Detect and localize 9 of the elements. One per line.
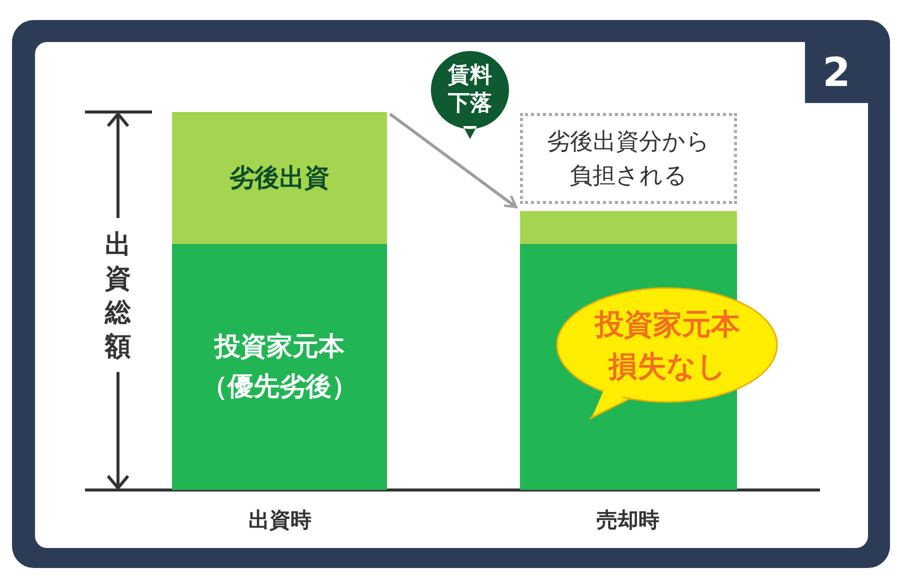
arrow: [389, 112, 518, 208]
bar-segment: [520, 211, 737, 244]
axis-label: 売却時: [596, 507, 660, 534]
speech-bubble: 賃料下落: [430, 50, 510, 140]
note-box: 劣後出資分から負担される: [520, 113, 737, 204]
number-badge: 2: [805, 42, 868, 103]
bar-segment: 投資家元本（優先劣後）: [172, 244, 387, 490]
bar-segment: 劣後出資: [172, 112, 387, 244]
axis-label: 出資時: [248, 507, 312, 534]
